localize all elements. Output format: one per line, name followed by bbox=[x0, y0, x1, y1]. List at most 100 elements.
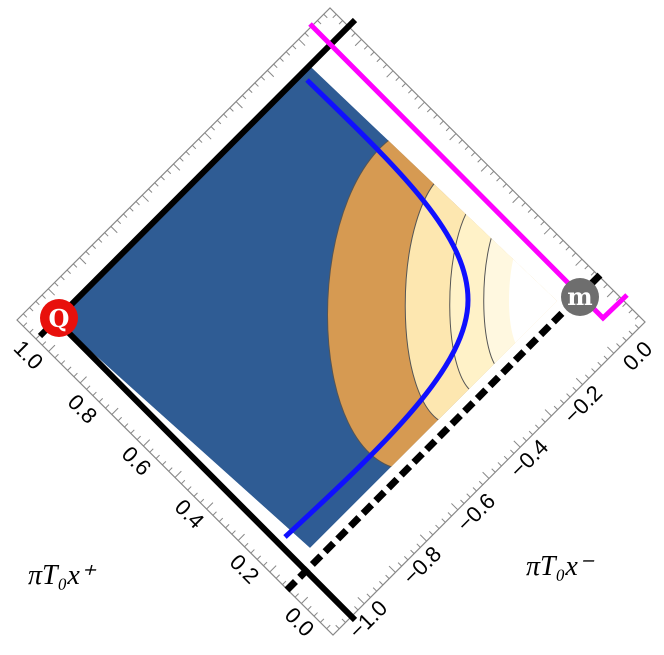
frame-tick bbox=[603, 283, 608, 289]
frame-tick bbox=[304, 32, 309, 37]
frame-tick bbox=[193, 492, 198, 497]
frame-tick bbox=[458, 139, 463, 144]
frame-tick bbox=[307, 605, 312, 611]
frame-tick bbox=[216, 119, 222, 125]
frame-tick bbox=[79, 257, 87, 265]
frame-tick bbox=[370, 51, 375, 56]
frame-tick bbox=[351, 32, 356, 38]
frame-tick bbox=[35, 335, 40, 340]
frame-tick bbox=[60, 275, 65, 281]
edge-top-left bbox=[37, 17, 358, 339]
frame-tick bbox=[263, 561, 268, 567]
frame-tick bbox=[571, 252, 577, 257]
frame-tick bbox=[66, 269, 71, 274]
frame-tick bbox=[54, 353, 59, 359]
frame-tick bbox=[606, 290, 614, 298]
x-minus-axis-label: πT₀x⁻ bbox=[526, 551, 595, 582]
frame-tick bbox=[199, 498, 205, 504]
frame-tick bbox=[124, 423, 129, 428]
frame-tick bbox=[366, 593, 371, 598]
frame-tick bbox=[559, 240, 564, 245]
frame-tick bbox=[590, 271, 595, 276]
frame-tick bbox=[489, 170, 495, 176]
frame-tick bbox=[428, 530, 434, 536]
frame-tick bbox=[354, 606, 359, 611]
frame-tick bbox=[634, 315, 640, 320]
frame-tick bbox=[136, 435, 141, 441]
frame-tick bbox=[513, 440, 521, 448]
frame-tick bbox=[572, 386, 577, 392]
frame-tick bbox=[628, 330, 633, 335]
frame-tick bbox=[154, 182, 159, 187]
frame-tick bbox=[143, 439, 151, 447]
frame-tick bbox=[180, 479, 186, 485]
x-plus-tick-0: 0.0 bbox=[280, 602, 319, 641]
frame-tick bbox=[98, 238, 103, 243]
frame-tick bbox=[491, 468, 496, 473]
frame-tick bbox=[419, 534, 427, 542]
frame-tick bbox=[363, 45, 369, 50]
x-plus-tick-5: 1.0 bbox=[9, 335, 48, 374]
frame-tick bbox=[534, 214, 539, 220]
frame-tick bbox=[269, 565, 277, 573]
frame-tick bbox=[92, 391, 97, 396]
frame-tick bbox=[338, 20, 343, 25]
frame-tick bbox=[212, 511, 217, 516]
frame-tick bbox=[85, 251, 90, 256]
frame-tick bbox=[332, 13, 337, 19]
frame-tick bbox=[622, 336, 627, 342]
frame-tick bbox=[565, 246, 570, 251]
marker-m: m bbox=[561, 278, 599, 316]
frame-tick bbox=[403, 555, 409, 561]
frame-tick bbox=[235, 101, 243, 109]
frame-tick bbox=[22, 322, 28, 327]
frame-tick bbox=[397, 562, 402, 567]
frame-tick bbox=[541, 418, 546, 423]
frame-tick bbox=[510, 449, 515, 454]
frame-tick bbox=[597, 361, 602, 367]
frame-tick bbox=[607, 346, 615, 354]
frame-tick bbox=[41, 341, 47, 346]
frame-tick bbox=[341, 618, 346, 623]
frame-tick bbox=[447, 512, 452, 517]
frame-tick bbox=[248, 88, 253, 94]
frame-tick bbox=[41, 294, 46, 299]
frame-tick bbox=[395, 76, 400, 81]
frame-tick bbox=[168, 467, 173, 472]
frame-tick bbox=[105, 404, 110, 409]
frame-tick bbox=[231, 530, 236, 535]
frame-tick bbox=[497, 462, 502, 467]
frame-tick bbox=[575, 258, 583, 266]
marker-m-circle bbox=[561, 278, 599, 316]
frame-tick bbox=[527, 208, 532, 213]
frame-tick bbox=[91, 244, 97, 250]
x-minus-tick-2: −0.6 bbox=[452, 488, 500, 536]
frame-tick bbox=[357, 596, 365, 605]
frame-tick bbox=[615, 296, 621, 301]
frame-tick bbox=[502, 183, 507, 188]
frame-tick bbox=[111, 407, 119, 415]
x-plus-tick-4: 0.8 bbox=[63, 389, 102, 428]
frame-tick bbox=[285, 51, 291, 56]
frame-tick bbox=[634, 324, 640, 329]
frame-tick bbox=[279, 57, 284, 62]
frame-tick bbox=[206, 502, 214, 510]
frame-tick bbox=[22, 313, 28, 318]
frame-tick bbox=[414, 95, 419, 100]
frame-tick bbox=[388, 565, 396, 573]
frame-tick bbox=[294, 593, 299, 598]
frame-tick bbox=[628, 309, 633, 314]
frame-tick bbox=[496, 177, 501, 182]
frame-tick bbox=[522, 437, 527, 442]
x-plus-axis-label: πT₀x⁺ bbox=[28, 560, 97, 591]
frame-tick bbox=[130, 429, 135, 434]
frame-tick bbox=[480, 164, 488, 172]
frame-tick bbox=[477, 158, 482, 163]
frame-tick bbox=[386, 70, 394, 78]
frame-tick bbox=[416, 543, 421, 548]
frame-tick bbox=[445, 126, 451, 132]
x-plus-tick-1: 0.2 bbox=[225, 549, 264, 588]
frame-tick bbox=[123, 213, 128, 218]
frame-tick bbox=[553, 405, 558, 410]
